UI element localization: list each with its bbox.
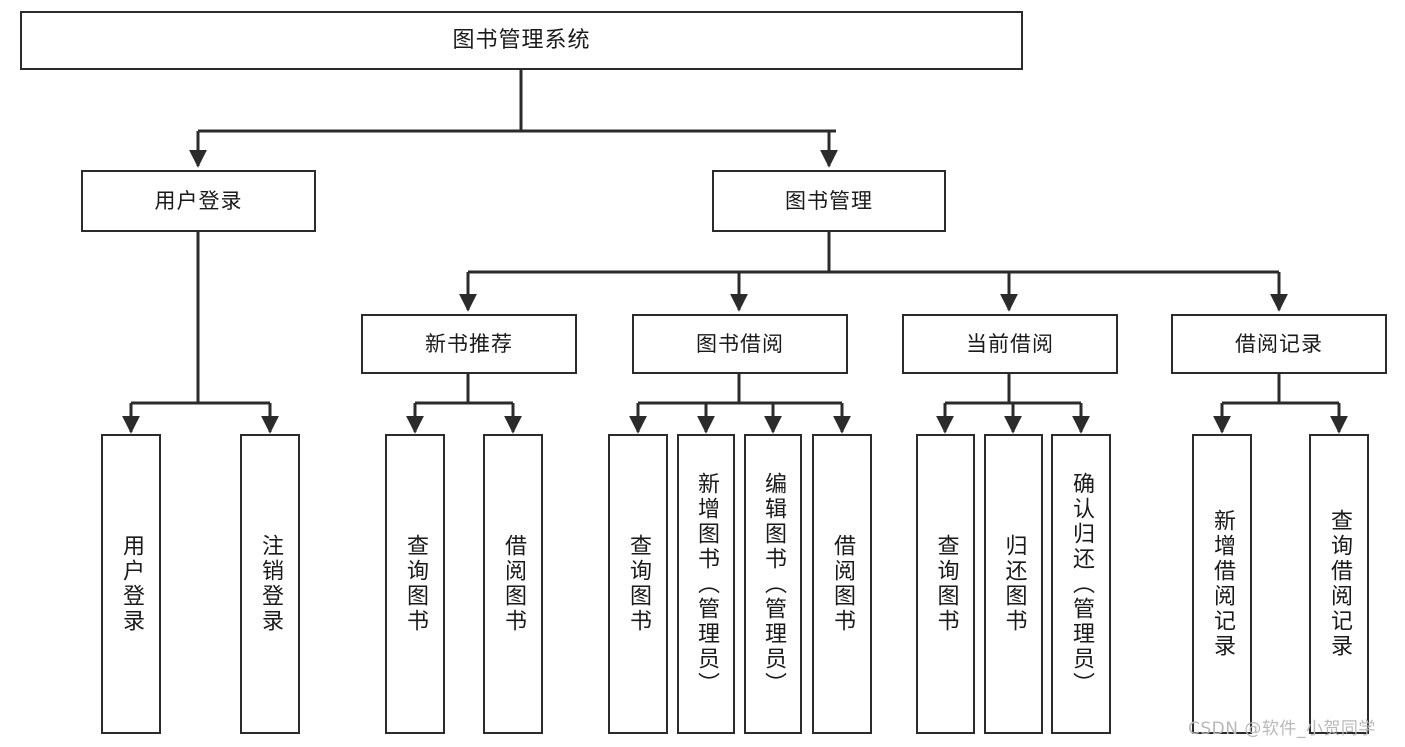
leaf-borrow-borrow-book[interactable]: 借阅图书 — [812, 434, 872, 734]
node-new-book-recommend[interactable]: 新书推荐 — [361, 314, 577, 374]
node-label: 查询图书 — [626, 534, 651, 634]
node-label: 用户登录 — [154, 188, 243, 213]
leaf-recommend-query-book[interactable]: 查询图书 — [385, 434, 445, 734]
node-book-borrow[interactable]: 图书借阅 — [632, 314, 848, 374]
leaf-recommend-borrow-book[interactable]: 借阅图书 — [483, 434, 543, 734]
node-label: 新书推荐 — [425, 331, 513, 356]
node-label: 查询借阅记录 — [1327, 509, 1352, 659]
node-label: 用户登录 — [119, 534, 144, 634]
leaf-record-add-record[interactable]: 新增借阅记录 — [1192, 434, 1252, 734]
node-root-system[interactable]: 图书管理系统 — [20, 11, 1023, 70]
node-label: 借阅图书 — [830, 534, 855, 634]
watermark-text: CSDN @软件_小贺同学 — [1188, 719, 1376, 739]
leaf-borrow-add-book-admin[interactable]: 新增图书（管理员） — [677, 434, 735, 734]
node-label: 归还图书 — [1001, 534, 1027, 634]
node-label: 注销登录 — [258, 534, 283, 634]
node-label: 确认归还（管理员） — [1069, 471, 1094, 697]
leaf-record-query-record[interactable]: 查询借阅记录 — [1309, 434, 1369, 734]
node-label: 新增借阅记录 — [1210, 509, 1235, 659]
node-label: 编辑图书（管理员） — [761, 471, 786, 697]
node-label: 借阅图书 — [501, 534, 526, 634]
leaf-borrow-edit-book-admin[interactable]: 编辑图书（管理员） — [744, 434, 802, 734]
node-label: 当前借阅 — [966, 331, 1054, 356]
node-label: 图书借阅 — [696, 331, 784, 356]
node-label: 图书管理系统 — [452, 27, 591, 53]
node-borrow-record[interactable]: 借阅记录 — [1171, 314, 1387, 374]
node-book-management[interactable]: 图书管理 — [712, 170, 946, 232]
node-label: 查询图书 — [933, 534, 959, 634]
node-user-login[interactable]: 用户登录 — [81, 170, 316, 232]
node-label: 借阅记录 — [1235, 331, 1323, 356]
leaf-borrow-query-book[interactable]: 查询图书 — [608, 434, 668, 734]
node-label: 新增图书（管理员） — [694, 471, 719, 697]
leaf-current-query-book[interactable]: 查询图书 — [916, 434, 975, 734]
leaf-current-confirm-return-admin[interactable]: 确认归还（管理员） — [1051, 434, 1111, 734]
leaf-current-return-book[interactable]: 归还图书 — [984, 434, 1043, 734]
leaf-user-login-signin[interactable]: 用户登录 — [101, 434, 161, 734]
node-label: 查询图书 — [403, 534, 428, 634]
leaf-user-login-signout[interactable]: 注销登录 — [240, 434, 300, 734]
node-current-borrow[interactable]: 当前借阅 — [902, 314, 1118, 374]
node-label: 图书管理 — [785, 188, 873, 213]
